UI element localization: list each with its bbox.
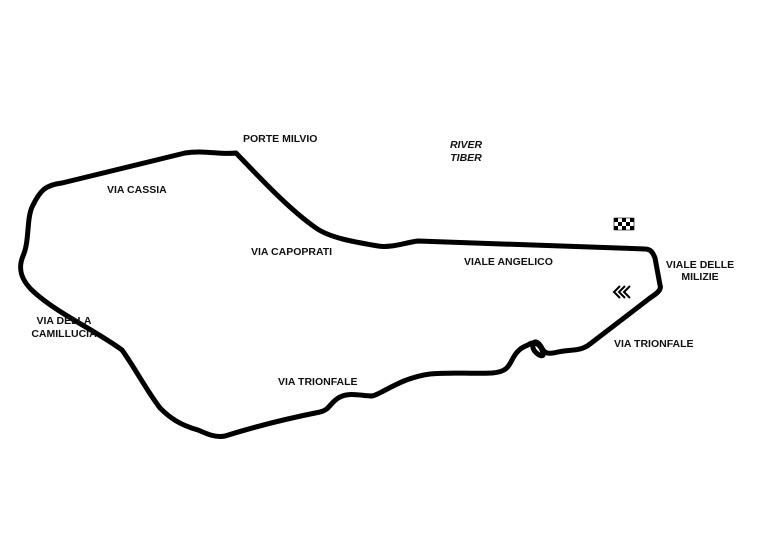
label-viale-delle-milizie-line1: VIALE DELLE <box>666 259 734 271</box>
label-via-cassia: VIA CASSIA <box>107 184 167 196</box>
label-via-capoprati: VIA CAPOPRATI <box>251 246 332 258</box>
label-viale-delle-milizie-line2: MILIZIE <box>681 271 718 283</box>
label-viale-angelico: VIALE ANGELICO <box>464 256 553 268</box>
checkered-flag-icon <box>613 217 635 231</box>
label-via-della-camillucia-line2: CAMILLUCIA <box>31 328 97 340</box>
label-porte-milvio: PORTE MILVIO <box>243 133 317 145</box>
label-via-della-camillucia-line1: VIA DELLA <box>36 315 91 327</box>
label-river-tiber-line1: RIVER <box>450 139 483 151</box>
direction-chevrons-icon <box>612 285 631 299</box>
circuit-track <box>18 149 663 439</box>
label-river-tiber-line2: TIBER <box>450 152 482 164</box>
label-via-trionfale-east: VIA TRIONFALE <box>614 338 694 350</box>
label-via-trionfale-south: VIA TRIONFALE <box>278 376 358 388</box>
